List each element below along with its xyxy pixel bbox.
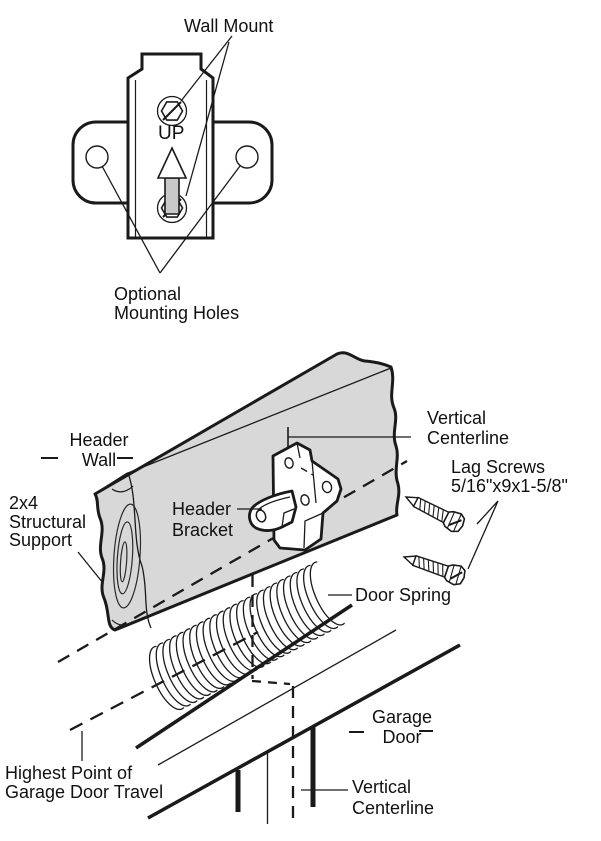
optional-holes-leader-lines <box>101 165 241 274</box>
lag-screw-lower <box>399 546 469 589</box>
structural-support-line2: Structural <box>9 511 87 532</box>
wall-mount-leader-lines <box>180 35 233 197</box>
beam-end-top-edge <box>94 472 129 495</box>
header-beam <box>93 351 401 632</box>
header-bracket-hidden-edge <box>300 467 314 476</box>
optional-mounting-holes-line2: Mounting Holes <box>114 303 240 323</box>
structural-support-line3: Support <box>9 530 73 550</box>
bracket-hole-right <box>321 480 333 494</box>
highest-point-line1: Highest Point of <box>5 763 133 783</box>
bracket-hole-mid <box>300 494 310 506</box>
bracket-plate <box>126 52 215 240</box>
wood-grain <box>112 503 142 609</box>
lag-screws-leader-lines <box>467 500 499 570</box>
structural-support-leader <box>77 551 104 584</box>
header-bracket-label: Header Bracket <box>172 499 233 541</box>
lag-screws-label: Lag Screws 5/16"x9x1-5/8" <box>451 458 568 496</box>
up-arrow-icon <box>156 146 188 215</box>
bracket-height-dashed-line <box>57 460 408 663</box>
header-wall-line1: Header <box>69 430 129 450</box>
garage-door-inner-edge <box>157 629 397 766</box>
door-spring-coil <box>148 561 346 711</box>
lag-screws-line2: 5/16"x9x1-5/8" <box>451 476 568 496</box>
vertical-centerline-bottom-label: Vertical Centerline <box>352 777 434 819</box>
structural-support-label: 2x4 Structural Support <box>9 494 86 550</box>
up-label: UP <box>158 123 185 144</box>
door-spring-label: Door Spring <box>355 585 452 605</box>
beam-end-boundary <box>127 472 152 629</box>
header-bracket-part <box>248 441 343 552</box>
garage-door-label: Garage Door <box>366 707 438 747</box>
optional-mounting-holes-label: Optional Mounting Holes <box>114 285 239 323</box>
wall-mount-bracket-drawing <box>71 35 274 274</box>
garage-door-line1: Garage <box>371 707 433 727</box>
header-wall-label: Header Wall <box>60 430 138 470</box>
highest-point-label: Highest Point of Garage Door Travel <box>5 764 163 802</box>
garage-door-dash-stubs <box>349 730 433 733</box>
header-wall-drawing <box>41 351 499 824</box>
header-wall-line2: Wall <box>81 450 117 470</box>
wall-mount-screw-top <box>156 95 188 127</box>
vertical-centerline-connector-dashed <box>251 679 291 686</box>
structural-support-line1: 2x4 <box>9 493 39 513</box>
vertical-centerline-bottom-line1: Vertical <box>352 777 412 797</box>
garage-door-bottom-edge <box>147 643 461 820</box>
bracket-hole-top <box>284 457 294 469</box>
header-bracket-inner-lines <box>296 442 324 549</box>
vertical-centerline-top-label: Vertical Centerline <box>427 408 509 448</box>
beam-top-front-edge <box>127 367 392 474</box>
vertical-centerline-top-line1: Vertical <box>427 408 487 428</box>
lag-screws-line1: Lag Screws <box>451 457 546 477</box>
garage-door-line2: Door <box>382 727 422 747</box>
clevis-hole <box>255 509 267 523</box>
wall-mount-label: Wall Mount <box>184 16 274 36</box>
header-bracket-line1: Header <box>172 499 232 519</box>
highest-point-dashed-line <box>69 630 259 732</box>
optional-mounting-holes-line1: Optional <box>114 284 182 304</box>
highest-point-line2: Garage Door Travel <box>5 782 164 802</box>
optional-hole-right <box>235 145 259 169</box>
header-bracket-line2: Bracket <box>172 520 234 540</box>
vertical-centerline-bottom-line2: Centerline <box>352 798 435 818</box>
optional-hole-left <box>85 145 109 169</box>
vertical-centerline-top-line2: Centerline <box>427 428 510 448</box>
